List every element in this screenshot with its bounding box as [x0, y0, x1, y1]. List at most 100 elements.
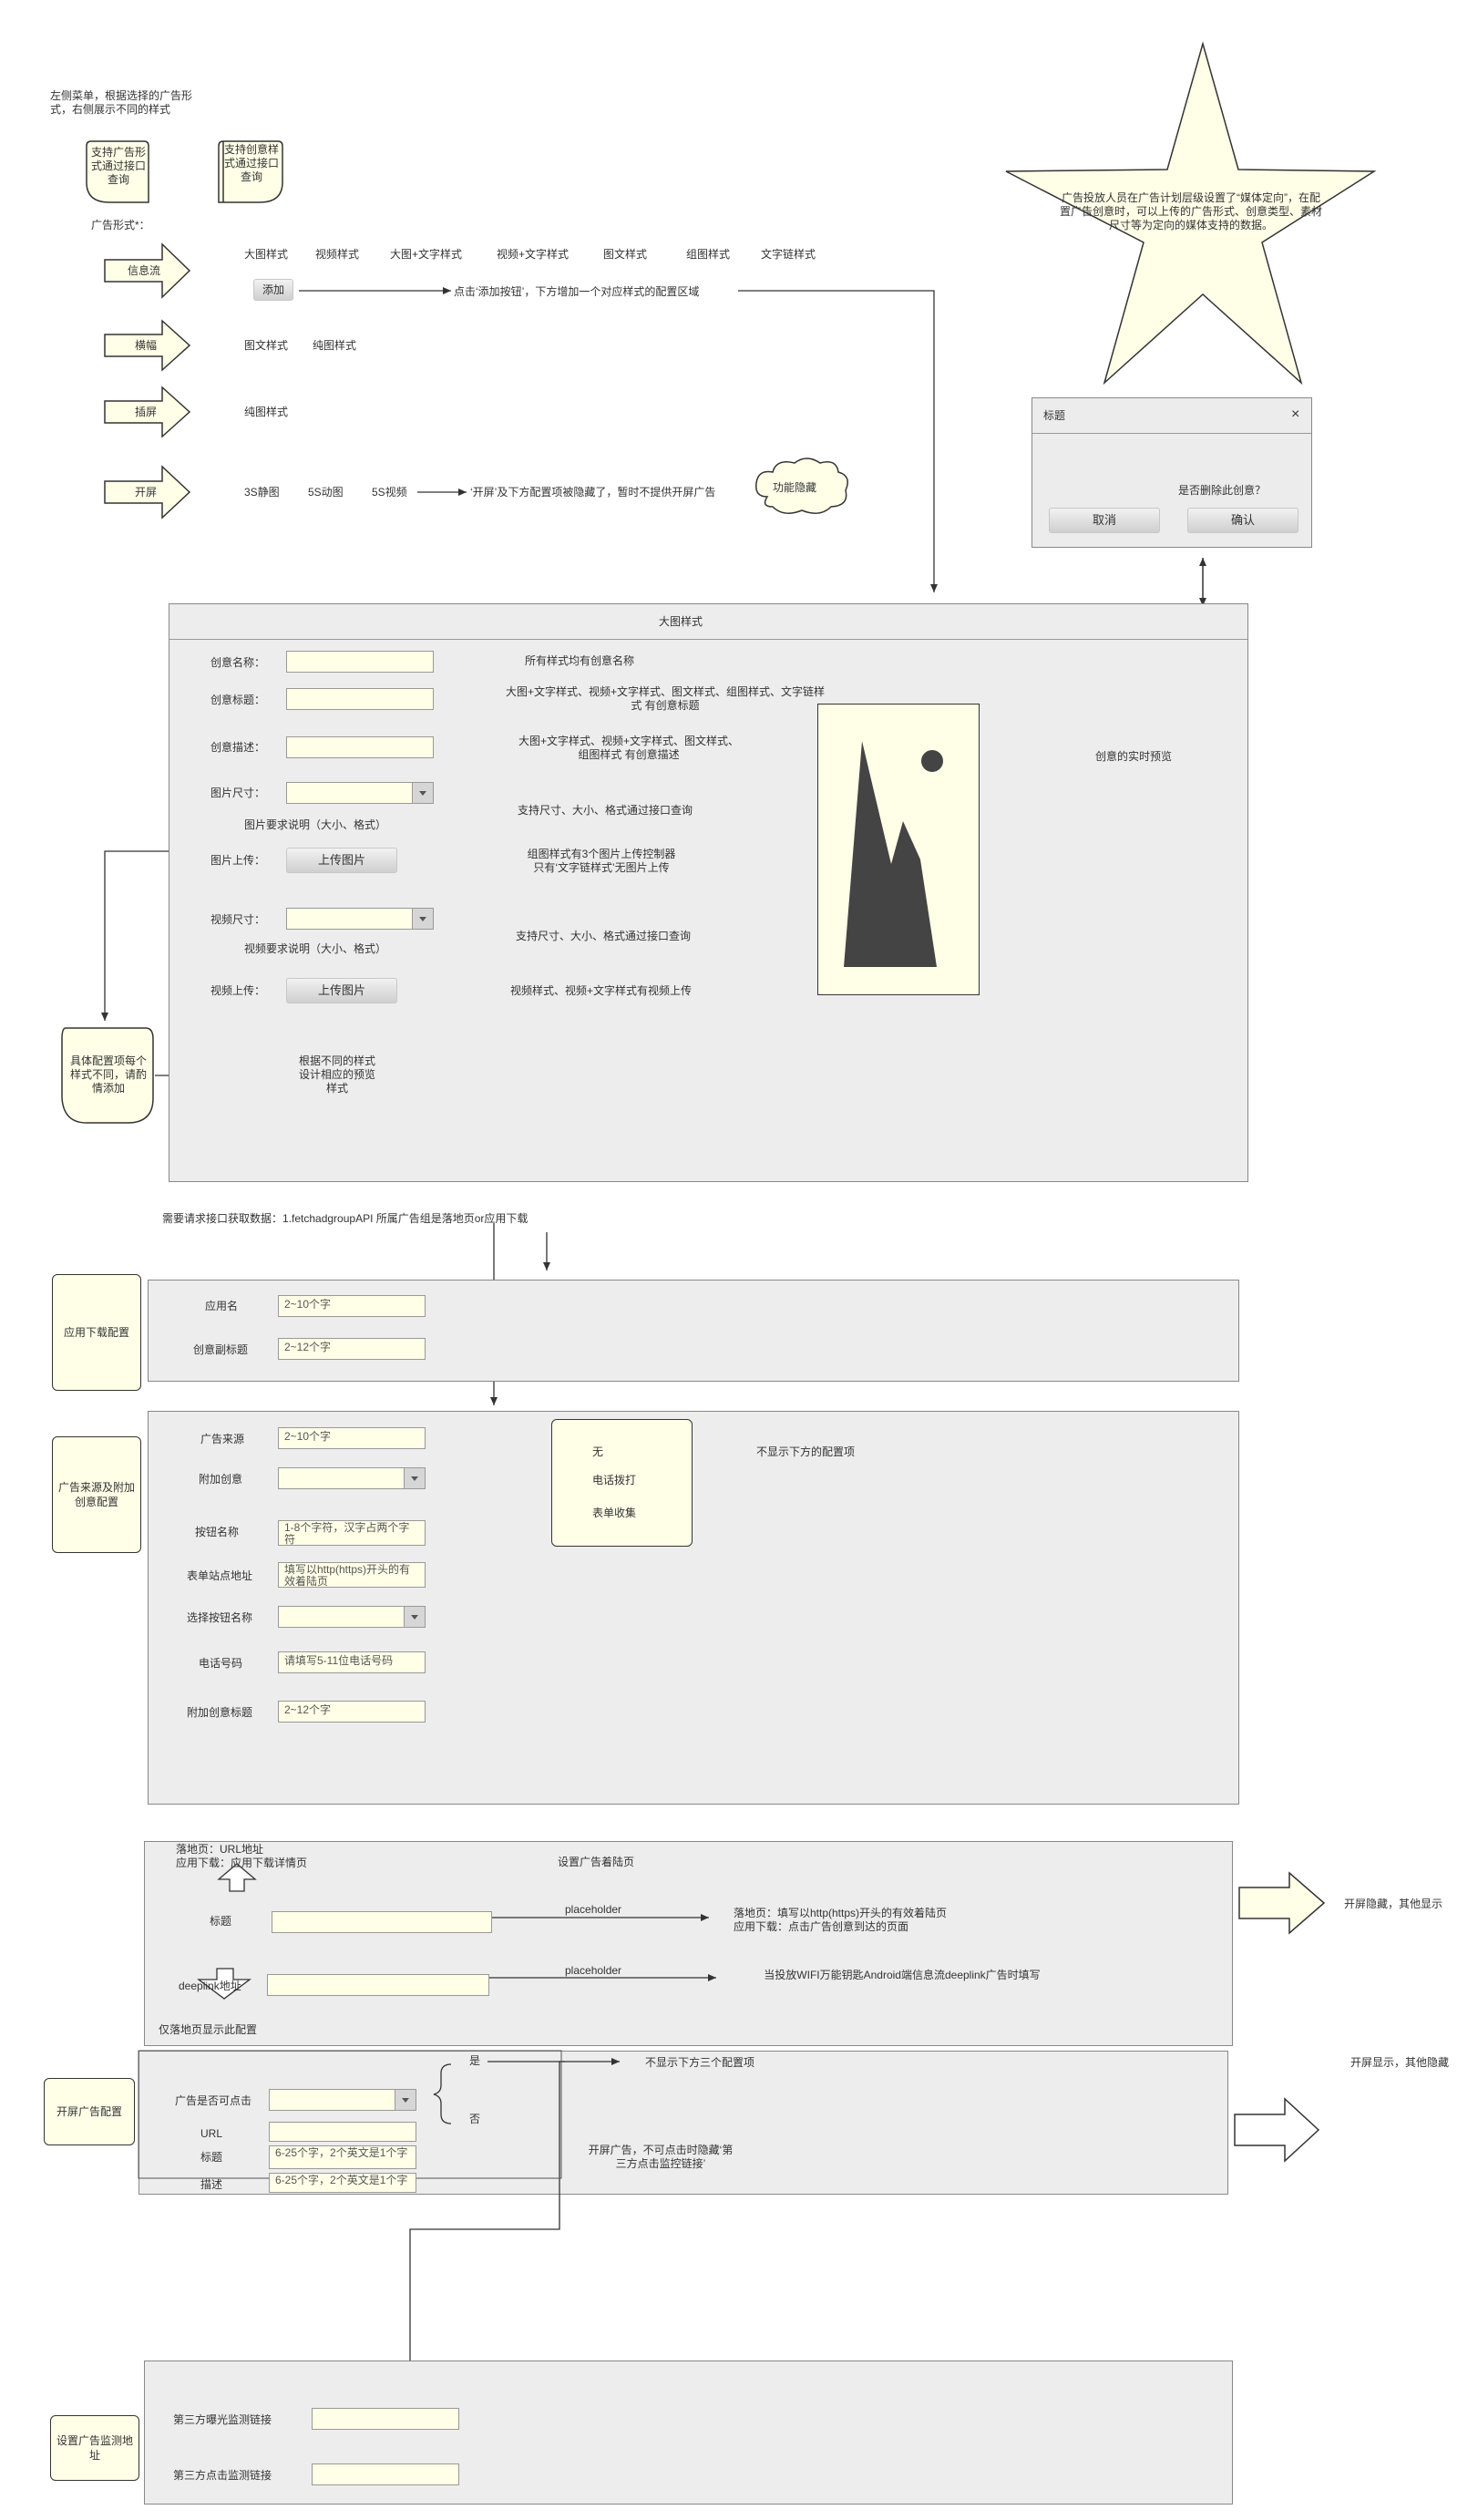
delete-dialog: 标题 × 是否删除此创意？ 取消 确认 — [1032, 397, 1312, 548]
form-url-input[interactable]: 填写以http(https)开头的有效着陆页 — [278, 1562, 426, 1588]
landing-top-note: 落地页：URL地址 应用下载：应用下载详情页 — [176, 1843, 308, 1869]
style-option[interactable]: 5S动图 — [308, 486, 344, 499]
style-option[interactable]: 图文样式 — [603, 248, 648, 261]
btn-name-input[interactable]: 1-8个字符，汉字占两个字符 — [278, 1520, 426, 1546]
form-url-label: 表单站点地址 — [187, 1569, 253, 1582]
style-option[interactable]: 图文样式 — [244, 339, 289, 352]
chevron-down-icon — [404, 1468, 425, 1488]
img-size-label: 图片尺寸： — [210, 787, 266, 799]
phone-input[interactable]: 请填写5-11位电话号码 — [278, 1651, 426, 1673]
landing-title-note: 落地页：填写以http(https)开头的有效着陆页 应用下载：点击广告创意到达… — [734, 1907, 948, 1933]
btn-name-label: 按钮名称 — [195, 1526, 240, 1538]
deeplink-label: deeplink地址 — [179, 1980, 241, 1992]
deeplink-note: 当投放WIFI万能钥匙Android端信息流deeplink广告时填写 — [764, 1969, 1041, 1981]
app-name-input[interactable]: 2~10个字 — [278, 1295, 426, 1317]
option-form[interactable]: 表单收集 — [592, 1507, 637, 1519]
title-label: 创意标题： — [210, 694, 266, 706]
click-url-input[interactable] — [312, 2463, 459, 2485]
upload-video-button[interactable]: 上传图片 — [286, 978, 397, 1003]
clickable-select[interactable] — [269, 2089, 416, 2111]
cancel-button[interactable]: 取消 — [1049, 508, 1160, 533]
menu-feed[interactable]: 信息流 — [128, 264, 161, 277]
landing-title-label: 标题 — [210, 1915, 232, 1928]
style-option[interactable]: 组图样式 — [686, 248, 731, 261]
cloud-hidden: 功能隐藏 — [773, 481, 817, 494]
dialog-message: 是否删除此创意？ — [1178, 484, 1267, 497]
extra-title-input[interactable]: 2~12个字 — [278, 1701, 426, 1723]
add-button[interactable]: 添加 — [253, 279, 293, 301]
phone-label: 电话号码 — [199, 1657, 243, 1670]
ad-source-input[interactable]: 2~10个字 — [278, 1427, 426, 1449]
menu-interstitial[interactable]: 插屏 — [135, 406, 158, 418]
style-option[interactable]: 纯图样式 — [313, 339, 357, 352]
landing-title-input[interactable] — [272, 1911, 492, 1933]
splash-url-input[interactable] — [269, 2122, 416, 2142]
creative-name-input[interactable] — [286, 651, 434, 673]
extra-title-label: 附加创意标题 — [187, 1706, 253, 1719]
api-note: 需要请求接口获取数据：1.fetchadgroupAPI 所属广告组是落地页or… — [162, 1212, 529, 1225]
landing-panel-title: 设置广告着陆页 — [558, 1856, 635, 1868]
upload-image-button[interactable]: 上传图片 — [286, 848, 397, 873]
star-text: 广告投放人员在广告计划层级设置了“媒体定向”，在配置广告创意时，可以上传的广告形… — [1059, 191, 1322, 231]
splash-title-label: 标题 — [200, 2151, 223, 2164]
video-req: 视频要求说明（大小、格式） — [244, 942, 387, 955]
creative-desc-input[interactable] — [286, 736, 434, 758]
landing-title-link[interactable]: placeholder — [565, 1903, 622, 1916]
no-option[interactable]: 否 — [469, 2113, 481, 2125]
close-icon[interactable]: × — [1291, 406, 1300, 422]
option-phone[interactable]: 电话拨打 — [592, 1474, 637, 1486]
img-size-select[interactable] — [286, 782, 434, 804]
splash-card: 开屏广告配置 — [44, 2078, 135, 2145]
dialog-title: 标题 — [1043, 409, 1066, 422]
splash-title-input[interactable]: 6-25个字，2个英文是1个字 — [269, 2145, 416, 2169]
sub-title-input[interactable]: 2~12个字 — [278, 1338, 426, 1360]
src-label: 广告来源 — [200, 1433, 245, 1445]
bubble-left: 具体配置项每个样式不同，请酌情添加 — [69, 1054, 147, 1095]
bubble-right: 根据不同的样式设计相应的预览样式 — [298, 1054, 375, 1095]
impression-url-input[interactable] — [312, 2408, 459, 2430]
select-button-name-select[interactable] — [278, 1606, 426, 1628]
video-size-select[interactable] — [286, 908, 434, 930]
style-option[interactable]: 文字链样式 — [761, 248, 816, 261]
desc-label: 创意描述： — [210, 741, 266, 754]
creative-title-input[interactable] — [286, 688, 434, 710]
style-option[interactable]: 视频+文字样式 — [497, 248, 570, 261]
splash-desc-label: 描述 — [200, 2178, 223, 2191]
sel-btn-label: 选择按钮名称 — [187, 1611, 253, 1624]
confirm-button[interactable]: 确认 — [1187, 508, 1298, 533]
style-option[interactable]: 3S静图 — [244, 486, 280, 499]
splash-desc-input[interactable]: 6-25个字，2个英文是1个字 — [269, 2173, 416, 2193]
style-option[interactable]: 5S视频 — [372, 486, 407, 499]
name-note: 所有样式均有创意名称 — [525, 654, 635, 667]
menu-splash[interactable]: 开屏 — [135, 486, 158, 499]
title-note: 大图+文字样式、视频+文字样式、图文样式、组图样式、文字链样式 有创意标题 — [505, 685, 826, 712]
chevron-down-icon — [412, 909, 433, 929]
right-arrow-splash-shape — [1234, 2097, 1320, 2163]
style-option[interactable]: 视频样式 — [315, 248, 360, 261]
extra-creative-select[interactable] — [278, 1467, 426, 1489]
yes-option[interactable]: 是 — [469, 2054, 481, 2067]
style-option[interactable]: 大图样式 — [244, 248, 289, 261]
deeplink-input[interactable] — [267, 1974, 489, 1996]
style-option[interactable]: 纯图样式 — [244, 406, 289, 418]
options-box — [551, 1419, 693, 1547]
imp-label: 第三方曝光监测链接 — [173, 2413, 272, 2426]
option-none[interactable]: 无 — [592, 1445, 604, 1458]
bubble-left-shape — [61, 1027, 154, 1124]
img-req: 图片要求说明（大小、格式） — [244, 818, 387, 831]
chevron-down-icon — [412, 783, 433, 803]
panel-header — [169, 604, 1247, 640]
note-support-creative-shape — [218, 140, 283, 203]
opt-none-note: 不显示下方的配置项 — [756, 1445, 856, 1458]
style-option[interactable]: 大图+文字样式 — [390, 248, 463, 261]
landing-right-note: 开屏隐藏，其他显示 — [1344, 1898, 1443, 1910]
img-upload-label: 图片上传： — [210, 854, 266, 867]
menu-banner[interactable]: 横幅 — [135, 339, 158, 352]
note-support-ad-shape — [86, 140, 149, 203]
deeplink-link[interactable]: placeholder — [565, 1964, 622, 1977]
yes-note: 不显示下方三个配置项 — [645, 2056, 755, 2069]
splash-note-text: 开屏广告，不可点击时隐藏‘第三方点击监控链接’ — [588, 2144, 734, 2170]
chevron-down-icon — [404, 1607, 425, 1627]
chevron-down-icon — [395, 2090, 416, 2110]
